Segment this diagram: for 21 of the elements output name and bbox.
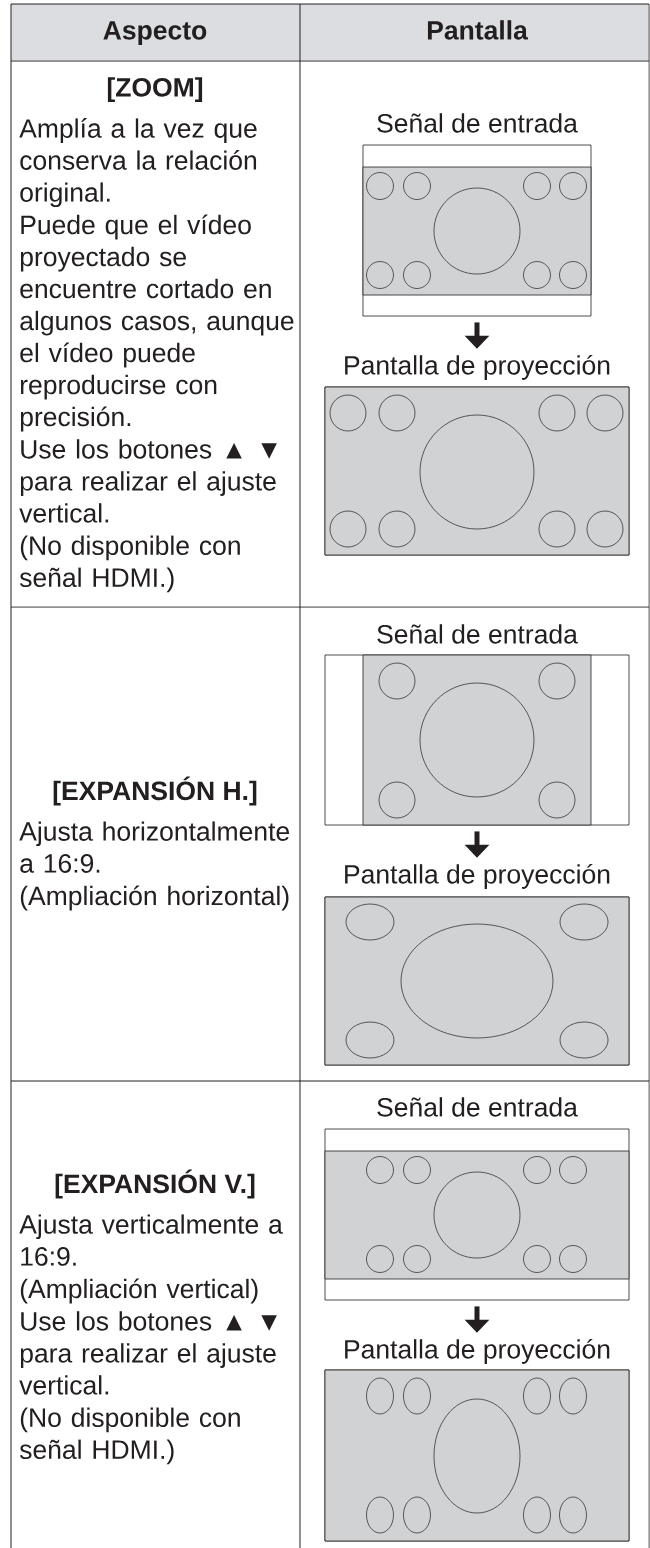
description-text: Puede que el vídeo proyectado se encuentre cortado en algunos casos, aunque el vídeo puede reproducirse con precisión. bbox=[20, 214, 294, 432]
mode-heading: [EXPANSIÓN V.] bbox=[55, 1169, 255, 1199]
description-text: (Ampliación vertical) bbox=[20, 1278, 258, 1304]
screen-title: Señal de entrada bbox=[377, 1097, 578, 1117]
description-text: Use los botones ▲ ▼ para realizar el ajuste vertical. bbox=[19, 1311, 277, 1395]
mode-heading: [EXPANSIÓN H.] bbox=[53, 776, 257, 806]
mode-heading: [ZOOM] bbox=[107, 77, 203, 102]
column-header: Aspecto bbox=[103, 21, 207, 45]
description-text: Amplía a la vez que conserva la relación original. bbox=[19, 118, 257, 208]
description-text: (No disponible con señal HDMI.) bbox=[19, 535, 240, 593]
screen-title: Pantalla de proyección bbox=[345, 354, 610, 380]
screen-title: Señal de entrada bbox=[377, 113, 578, 133]
column-header: Pantalla bbox=[427, 20, 528, 40]
screen-title: Señal de entrada bbox=[377, 624, 578, 644]
description-text: (Ampliación horizontal) bbox=[20, 885, 289, 911]
screen-title: Pantalla de proyección bbox=[345, 863, 610, 889]
description-text: Ajusta horizontalmente a 16:9. bbox=[19, 821, 289, 873]
screen-title: Pantalla de proyección bbox=[345, 1338, 610, 1364]
description-text: Use los botones ▲ ▼ para realizar el ajuste vertical. bbox=[19, 439, 277, 523]
description-text: (No disponible con señal HDMI.) bbox=[19, 1407, 240, 1465]
description-text: Ajusta verticalmente a 16:9. bbox=[19, 1214, 283, 1266]
